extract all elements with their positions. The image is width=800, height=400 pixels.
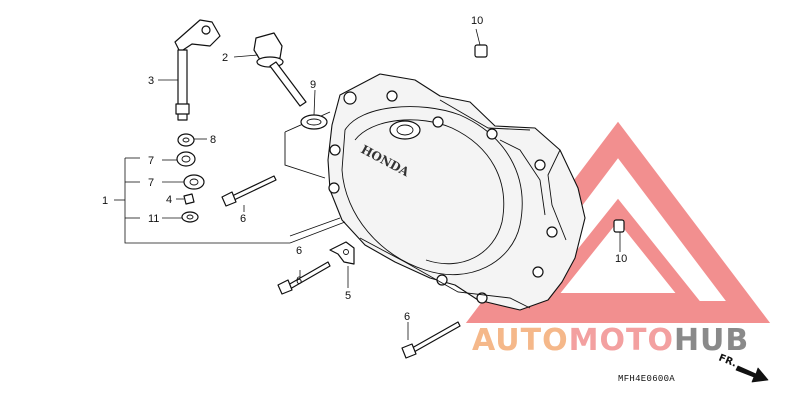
- bolt-6-upper: [221, 175, 277, 207]
- callout-9: 9: [310, 79, 316, 91]
- watermark-word-moto: MOTO: [569, 323, 674, 358]
- clip-4: [183, 193, 195, 205]
- callout-4: 4: [166, 194, 172, 206]
- bolt-6-lower: [401, 321, 461, 359]
- watermark-logo: AUTOMOTOHUB: [472, 323, 749, 358]
- dowel-pin-10-right: [613, 219, 625, 233]
- callout-8: 8: [210, 134, 216, 146]
- direction-arrow-icon: [735, 365, 769, 383]
- callout-11: 11: [148, 213, 159, 225]
- bearing-7b: [183, 174, 205, 190]
- callouts: 10 2 9 3 8 7 7 4 11 1 6 6 6 5 6 10: [102, 15, 627, 323]
- callout-6-lower: 6: [404, 311, 410, 323]
- svg-text:AUTOMOTOHUB: AUTOMOTOHUB: [472, 323, 749, 358]
- watermark-word-hub: HUB: [674, 323, 749, 358]
- callout-5: 5: [345, 290, 351, 302]
- o-ring: [300, 114, 328, 130]
- callout-1: 1: [102, 195, 108, 207]
- leader-lines: [114, 28, 621, 340]
- callout-10-right: 10: [615, 253, 627, 265]
- bolt-6-left: [277, 261, 331, 295]
- oil-seal-8: [177, 133, 195, 147]
- diagram-code: MFH4E0600A: [618, 374, 675, 384]
- dowel-pin-10-top: [474, 44, 488, 58]
- callout-6-left: 6: [296, 275, 302, 287]
- crankcase-cover: HONDA: [327, 73, 586, 311]
- oil-filler-cap: [253, 32, 307, 107]
- callout-7-upper: 7: [148, 155, 154, 167]
- callout-2: 2: [222, 52, 228, 64]
- washer-11: [181, 211, 199, 223]
- callout-6-mid: 6: [296, 245, 302, 257]
- callout-6-upper: 6: [240, 213, 246, 225]
- shift-spindle: [174, 19, 221, 121]
- watermark-word-auto: AUTO: [472, 323, 569, 358]
- callout-3: 3: [148, 75, 154, 87]
- clamp-5: [329, 241, 355, 265]
- bearing-7a: [176, 151, 196, 167]
- callout-7-lower: 7: [148, 177, 154, 189]
- callout-10-top: 10: [471, 15, 483, 27]
